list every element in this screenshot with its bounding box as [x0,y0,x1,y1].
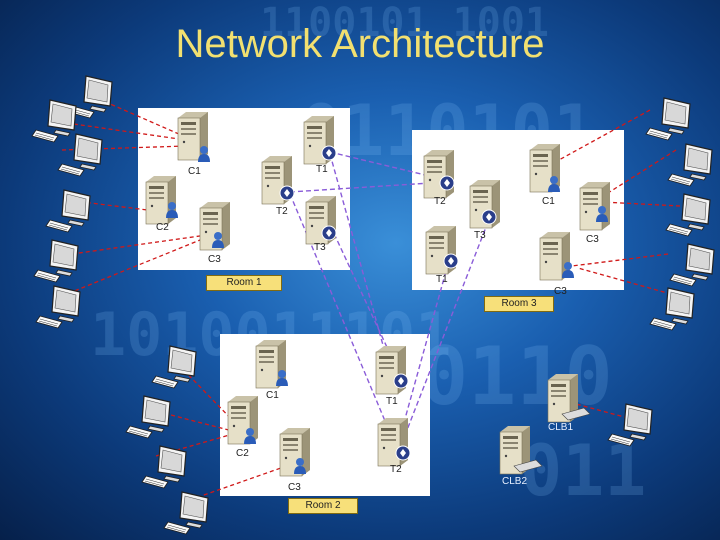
room-1-t3-label: T3 [314,242,326,253]
room-1-c2-label: C2 [156,222,169,233]
room-1-t1-label: T1 [316,164,328,175]
room-2-c3-label: C3 [288,482,301,493]
client-monitors [31,75,715,535]
room-3-t3-label: T3 [474,230,486,241]
room-2-c1-label: C1 [266,390,279,401]
room-2-servers [227,339,411,477]
room-1-t2-label: T2 [276,206,288,217]
room-1-servers [145,111,337,251]
room-3-t2-label: T2 [434,196,446,207]
room-3-c3b-label: C3 [554,286,567,297]
room-3-servers [423,143,611,281]
room-2-t1-label: T1 [386,396,398,407]
room-3-tag: Room 3 [484,296,554,312]
room-1-tag: Room 1 [206,275,282,291]
clb2-label: CLB2 [502,476,528,487]
room-1-c3-label: C3 [208,254,221,265]
clb-servers [499,373,591,475]
page-title: Network Architecture [175,22,545,66]
room-1-c1-label: C1 [188,166,201,177]
server-links [289,151,489,453]
room-3-c3-label: C3 [586,234,599,245]
room-3-c1-label: C1 [542,196,555,207]
client-links [57,95,681,503]
room-2-c2-label: C2 [236,448,249,459]
room-2-tag: Room 2 [288,498,358,514]
clb1-label: CLB1 [548,422,574,433]
room-3-t1-label: T1 [436,274,448,285]
room-2-t2-label: T2 [390,464,402,475]
